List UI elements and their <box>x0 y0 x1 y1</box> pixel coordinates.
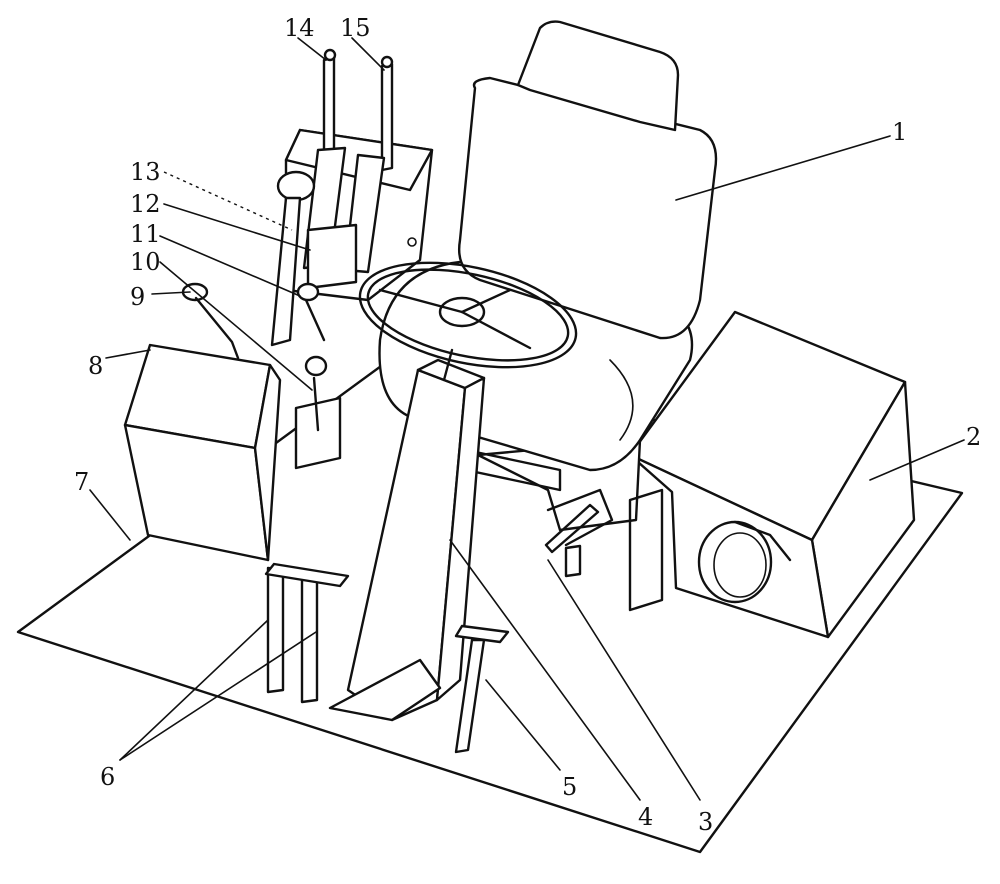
gear-stick <box>270 170 316 347</box>
label-12: 12 <box>130 190 161 218</box>
label-7: 7 <box>74 468 89 496</box>
steering-column <box>328 348 486 722</box>
label-8: 8 <box>88 352 103 380</box>
steering-wheel <box>358 261 578 369</box>
label-13: 13 <box>130 158 161 186</box>
label-15: 15 <box>340 14 371 42</box>
label-2: 2 <box>966 423 981 451</box>
label-14: 14 <box>284 14 315 42</box>
label-3: 3 <box>698 808 713 836</box>
pedal-single <box>454 624 510 754</box>
center-block <box>296 223 358 377</box>
label-9: 9 <box>130 283 145 311</box>
label-4: 4 <box>638 803 653 831</box>
label-6: 6 <box>100 763 115 791</box>
right-side-box <box>628 310 916 639</box>
leader-lines <box>89 37 965 801</box>
label-1: 1 <box>892 118 907 146</box>
lever-base-box <box>294 376 342 470</box>
label-10: 10 <box>130 248 161 276</box>
label-11: 11 <box>130 220 161 248</box>
label-5: 5 <box>562 773 577 801</box>
left-cabinet <box>123 343 282 562</box>
